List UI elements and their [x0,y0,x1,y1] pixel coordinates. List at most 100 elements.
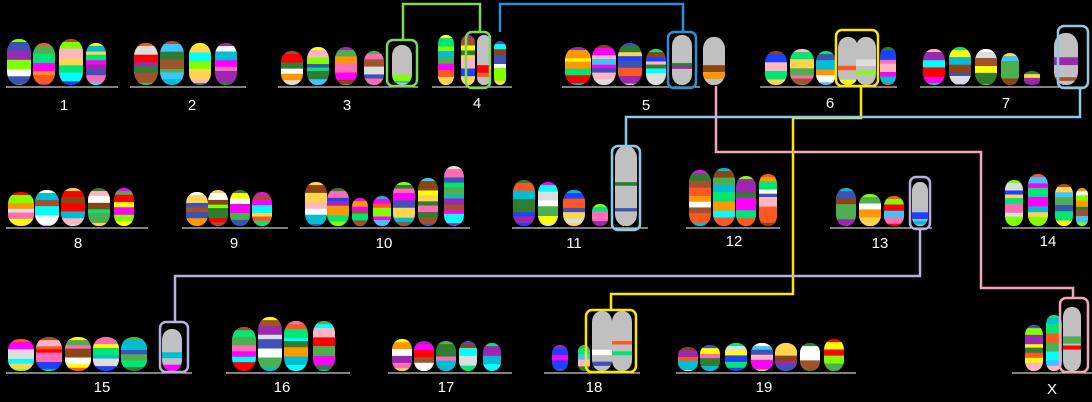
highlight-box-green [385,38,419,88]
chromosome [230,190,250,226]
chromosome-group-10: 10 [300,166,470,252]
connector-lines [173,2,1082,322]
chromosome-label-19: 19 [756,379,773,396]
chromosome [335,47,357,85]
chromosome [33,43,55,85]
highlight-box-pink [1058,296,1090,374]
chromosome [689,170,711,226]
chromosome-label-2: 2 [188,97,196,114]
highlight-box-green [464,30,492,90]
chromosome-group-1: 1 [6,39,118,114]
chromosome [436,341,456,371]
highlight-box-yellow [834,28,880,88]
chromosome [444,166,464,226]
chromosome-label-9: 9 [230,235,238,252]
chromosome [538,182,558,226]
chromosome-group-9: 9 [182,190,288,252]
chromosome [923,49,945,85]
chromosome-group-2: 2 [130,41,246,114]
chromosome [121,337,147,371]
chromosome [61,188,85,226]
chromosome [859,194,881,226]
chromosome [552,345,568,371]
chromosome-group-5: 5 [562,30,725,114]
chromosome [618,43,642,85]
chromosome [459,341,477,371]
chromosome-label-1: 1 [60,97,68,114]
chromosome [1046,315,1062,371]
chromosome [86,43,106,85]
chromosome [327,188,349,226]
chromosome [8,192,34,226]
chromosome [352,198,368,226]
chromosome [477,35,491,85]
chromosome [281,51,303,85]
connector-pink [714,86,1075,298]
chromosome [713,168,735,226]
chromosome [765,51,787,85]
chromosome [392,45,412,85]
chromosome-group-16: 16 [226,317,350,396]
chromosome [1001,53,1019,85]
chromosome-group-13: 13 [830,175,932,252]
chromosome [725,343,747,371]
chromosome [258,317,282,371]
chromosome [186,192,208,226]
chromosome [578,345,590,371]
chromosome-label-8: 8 [74,235,82,252]
chromosome [1025,325,1043,371]
chromosome-label-6: 6 [826,95,834,112]
chromosome-label-14: 14 [1040,233,1057,250]
chromosome [912,182,928,226]
chromosome-group-8: 8 [6,188,148,252]
chromosome [232,327,256,371]
connector-light-blue [624,88,1082,146]
chromosome [461,35,475,85]
chromosome-group-3: 3 [278,38,419,114]
chromosome [790,49,814,85]
chromosome-label-12: 12 [726,233,743,250]
chromosome-group-11: 11 [512,144,648,252]
chromosome [838,37,858,85]
chromosome [1076,188,1088,226]
chromosome [438,35,454,85]
chromosome-group-14: 14 [1002,174,1090,250]
chromosome-group-12: 12 [686,168,780,250]
highlight-box-light-blue [610,144,642,232]
chromosome [800,343,820,371]
chromosome-label-16: 16 [274,379,291,396]
chromosome [703,37,725,85]
chromosome [414,341,434,371]
chromosome [1055,184,1073,226]
highlight-box-lavender [158,320,190,374]
connector-yellow [609,86,863,310]
chromosome [364,51,384,85]
chromosome [134,43,158,85]
chromosome [592,204,608,226]
chromosome [672,35,692,85]
highlight-box-yellow [584,308,638,374]
chromosome [592,45,616,85]
chromosome [565,47,591,85]
chromosome [836,188,856,226]
chromosome [1063,307,1081,371]
chromosome [975,49,997,85]
chromosome [35,190,59,226]
chromosome [307,47,329,85]
connector-lavender [173,229,922,322]
chromosome-group-x: X [1012,296,1092,398]
chromosome-group-17: 17 [388,339,512,396]
chromosome [592,311,612,371]
chromosome [736,176,756,226]
chromosome [678,347,698,371]
chromosome [1028,174,1048,226]
chromosome [856,37,876,85]
chromosome [284,321,308,371]
chromosome [824,339,844,371]
chromosome-group-4: 4 [432,30,512,112]
chromosome-group-15: 15 [6,320,192,396]
chromosome [759,174,777,226]
chromosome [189,43,211,85]
chromosome [36,337,62,371]
